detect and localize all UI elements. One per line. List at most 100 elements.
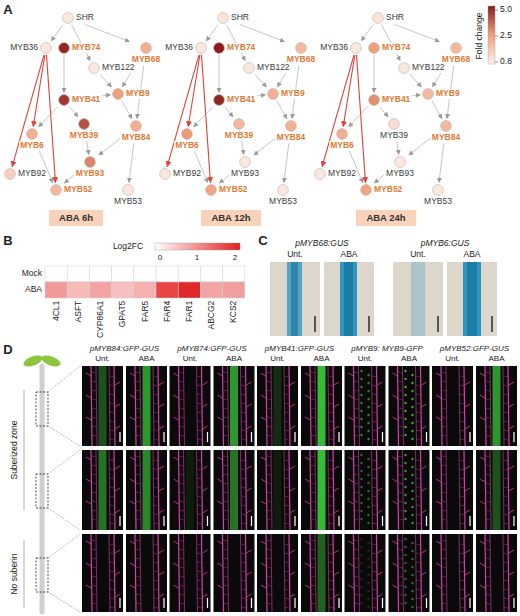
gene-node: MYB53	[268, 184, 298, 206]
treatment-label: ABA	[313, 355, 329, 364]
gene-label: MYB39	[224, 131, 254, 140]
node-circle	[368, 94, 380, 106]
node-circle-fill	[278, 185, 289, 196]
node-circle	[450, 42, 462, 54]
node-circle	[58, 42, 70, 54]
treatment-label: Unt.	[410, 250, 426, 259]
confocal-image	[257, 366, 298, 446]
node-circle-fill	[361, 185, 372, 196]
node-circle-fill	[433, 185, 444, 196]
node-circle-fill	[369, 95, 380, 106]
node-circle-fill	[160, 169, 171, 180]
gene-node: MYB52	[50, 184, 93, 196]
gene-label: MYB84	[276, 133, 306, 142]
construct-label: pMYB52:GFP-GUS	[440, 345, 509, 354]
gene-label: MYB84	[121, 133, 151, 142]
node-circle-fill	[286, 121, 297, 132]
node-circle-fill	[79, 119, 90, 130]
gene-label: MYB6	[19, 141, 45, 150]
node-circle	[140, 42, 152, 54]
node-circle-fill	[51, 185, 62, 196]
regulatory-arrow	[257, 94, 265, 96]
node-circle-fill	[59, 43, 70, 54]
gene-column-label: ASFT	[74, 301, 83, 323]
node-circle-fill	[196, 43, 207, 54]
gene-node: MYB41	[368, 94, 411, 106]
tick-label: 0	[158, 254, 162, 263]
gene-label: MYB122	[101, 63, 136, 72]
confocal-image	[214, 366, 255, 446]
node-circle-fill	[85, 157, 96, 168]
gene-label: MYB93	[75, 169, 105, 178]
regulatory-arrow	[12, 55, 44, 167]
gene-node: MYB41	[58, 94, 101, 106]
node-circle-fill	[59, 95, 70, 106]
regulatory-arrow	[349, 107, 368, 127]
gene-node: MYB93	[75, 156, 105, 178]
node-circle	[277, 184, 289, 196]
gene-label: MYB92	[327, 169, 357, 178]
gene-node: MYB36	[164, 42, 207, 54]
gene-node: SHR	[62, 12, 95, 24]
regulatory-arrow	[201, 55, 210, 183]
confocal-image	[170, 450, 211, 530]
gene-label: MYB93	[385, 169, 415, 178]
node-circle	[130, 120, 142, 132]
node-circle-fill	[451, 43, 462, 54]
confocal-image	[257, 450, 298, 530]
node-circle-fill	[214, 95, 225, 106]
confocal-image	[170, 366, 211, 446]
regulatory-arrow	[409, 138, 430, 155]
gene-node: MYB74	[368, 42, 411, 54]
gene-node: MYB39	[224, 118, 254, 140]
gene-label: MYB36	[319, 43, 349, 52]
confocal-image	[126, 366, 167, 446]
node-circle-fill	[441, 121, 452, 132]
tick-label: 0.8	[500, 57, 512, 66]
gene-node: MYB6	[174, 128, 200, 150]
tick-label: 5.0	[500, 5, 512, 14]
tick-label: 1	[195, 254, 199, 263]
gene-label: SHR	[75, 13, 95, 22]
construct-label: pMYB9: MYB9-GFP	[351, 345, 423, 354]
gene-column-label: GPAT5	[118, 301, 127, 328]
regulatory-arrow	[240, 24, 285, 41]
gene-label: MYB53	[113, 197, 143, 206]
time-point-box: ABA 12h	[201, 210, 260, 226]
treatment-label: ABA	[488, 355, 504, 364]
node-circle-fill	[182, 129, 193, 140]
regulatory-arrow	[206, 25, 218, 41]
gene-node: MYB9	[422, 88, 461, 100]
node-circle-fill	[369, 43, 380, 54]
gene-node: MYB84	[431, 120, 461, 142]
regulatory-arrow	[439, 143, 444, 182]
node-circle	[122, 184, 134, 196]
gene-node: MYB122	[243, 62, 291, 74]
construct-label: pMYB6:GUS	[421, 239, 470, 248]
node-circle	[88, 62, 100, 74]
gene-label: MYB52	[373, 185, 403, 194]
regulatory-arrow	[397, 141, 399, 154]
confocal-image	[214, 450, 255, 530]
gene-label: MYB9	[280, 89, 306, 98]
regulatory-arrow	[64, 175, 74, 183]
confocal-image	[432, 366, 473, 446]
regulatory-arrow	[225, 107, 233, 117]
regulatory-arrow	[100, 75, 111, 87]
regulatory-arrow	[277, 101, 287, 119]
gene-label: MYB6	[174, 141, 200, 150]
node-circle	[58, 94, 70, 106]
gene-column-label: ABCG2	[207, 301, 216, 330]
gene-node: MYB84	[276, 120, 306, 142]
node-circle	[50, 184, 62, 196]
node-circle	[181, 128, 193, 140]
gene-node: MYB74	[213, 42, 256, 54]
gene-label: MYB122	[411, 63, 446, 72]
gene-node: MYB52	[360, 184, 403, 196]
node-circle-fill	[141, 43, 152, 54]
regulatory-arrow	[129, 143, 134, 182]
gene-label: MYB84	[431, 133, 461, 142]
regulatory-arrow	[219, 55, 220, 93]
node-circle-fill	[389, 119, 400, 130]
node-circle-fill	[41, 43, 52, 54]
